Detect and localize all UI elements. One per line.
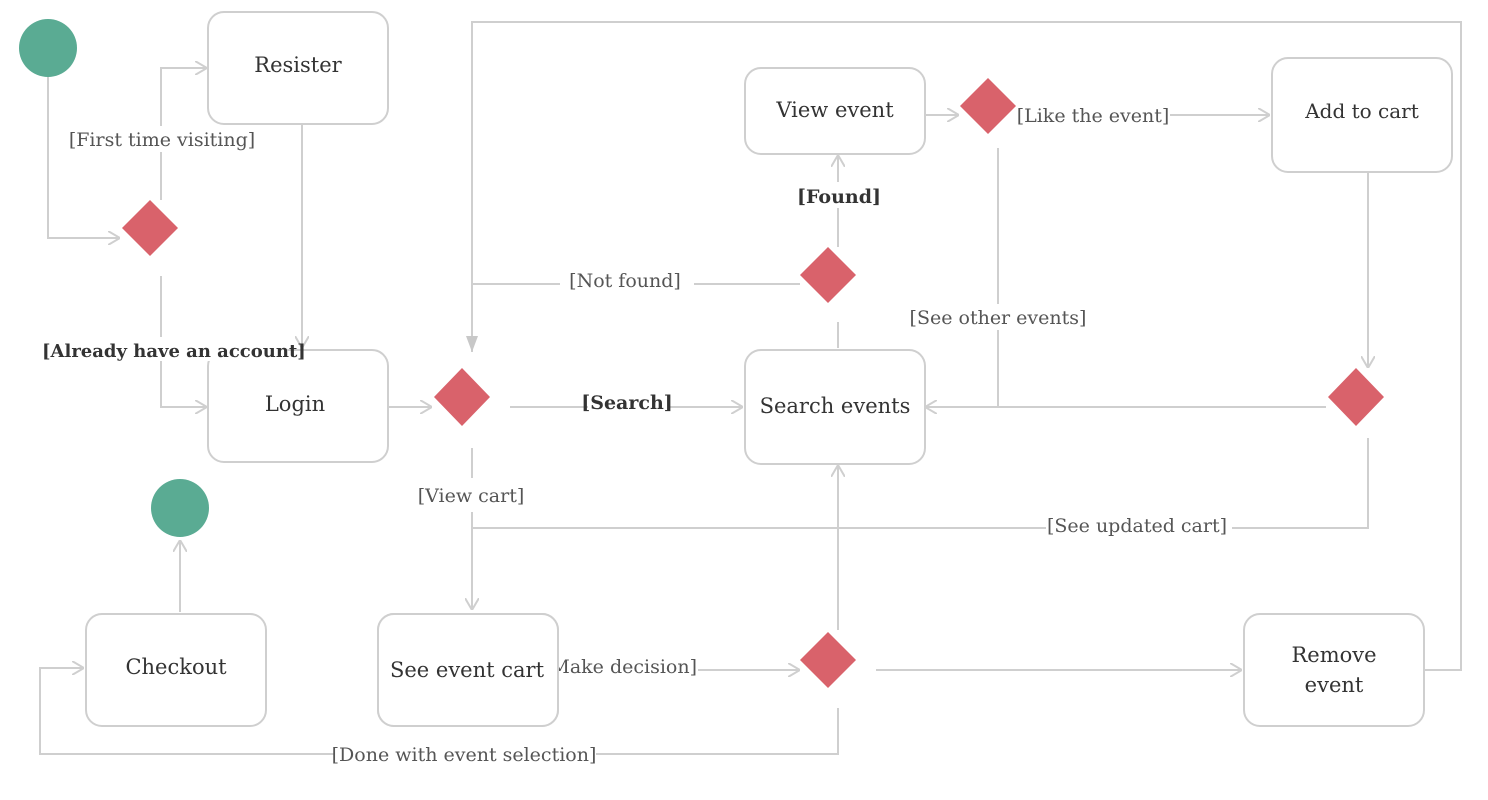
checkout-label: Checkout [125,655,227,679]
search-events-node[interactable]: Search events [744,349,926,465]
remove-event-label-line2: event [1305,673,1364,697]
see-event-cart-label-overlay: See event cart [390,658,545,682]
end-node [151,479,209,537]
svg-text:[View cart]: [View cart] [418,485,525,507]
edge-cart-decision-to-see-cart [472,438,1369,610]
edge-remove-loop-back [466,21,1462,671]
svg-text:[Not found]: [Not found] [569,270,681,292]
add-to-cart-node[interactable]: Add to cart [1271,57,1453,173]
guard-see-other-events: [See other events] [910,304,1087,330]
main-decision-diamond [434,368,490,426]
svg-text:[Like the event]: [Like the event] [1017,105,1170,127]
register-label: Resister [254,53,342,77]
guard-not-found: [Not found] [560,266,694,294]
guard-view-cart: [View cart] [416,482,528,508]
start-node [19,19,77,77]
like-decision-diamond [960,78,1016,134]
edge-start-to-entry-decision [47,70,120,238]
guard-found: [Found] [797,182,881,208]
search-events-label: Search events [760,394,911,418]
guard-search: [Search] [581,390,673,416]
view-event-label: View event [775,98,894,122]
svg-text:[Found]: [Found] [797,186,881,208]
entry-decision-diamond [122,200,178,256]
edge-done-to-checkout [39,668,839,755]
svg-text:[See other events]: [See other events] [910,307,1087,329]
svg-text:[Already have an account]: [Already have an account] [42,341,306,362]
view-event-node[interactable]: View event [744,67,926,155]
guard-like-the-event: [Like the event] [1016,102,1170,128]
edge-entry-decision-to-register [160,68,207,200]
add-to-cart-label: Add to cart [1304,99,1419,123]
register-node[interactable]: Resister [207,11,389,125]
remove-event-node[interactable]: Remove event [1243,613,1425,727]
svg-text:[Search]: [Search] [581,392,673,414]
guard-done-with-event-selection: [Done with event selection] [332,740,597,768]
remove-event-label-line1: Remove [1291,643,1376,667]
edge-entry-decision-to-login [160,276,207,407]
guard-make-decision: [Make decision] [543,654,698,680]
make-decision-diamond [800,632,856,688]
svg-text:[Done with event selection]: [Done with event selection] [332,744,597,766]
guard-first-time-visiting: [First time visiting] [69,126,255,152]
guard-see-updated-cart: [See updated cart] [1046,512,1232,538]
checkout-node[interactable]: Checkout [85,613,267,727]
found-decision-diamond [800,247,856,303]
svg-text:[First time visiting]: [First time visiting] [69,129,255,151]
cart-decision-diamond [1328,368,1384,426]
login-label: Login [265,392,325,416]
svg-text:[Make decision]: [Make decision] [543,656,697,678]
login-node[interactable]: Login [207,349,389,463]
svg-text:[See updated cart]: [See updated cart] [1047,515,1227,537]
guard-already-have-account: [Already have an account] [40,337,306,362]
see-event-cart-box-overlay [377,613,559,727]
